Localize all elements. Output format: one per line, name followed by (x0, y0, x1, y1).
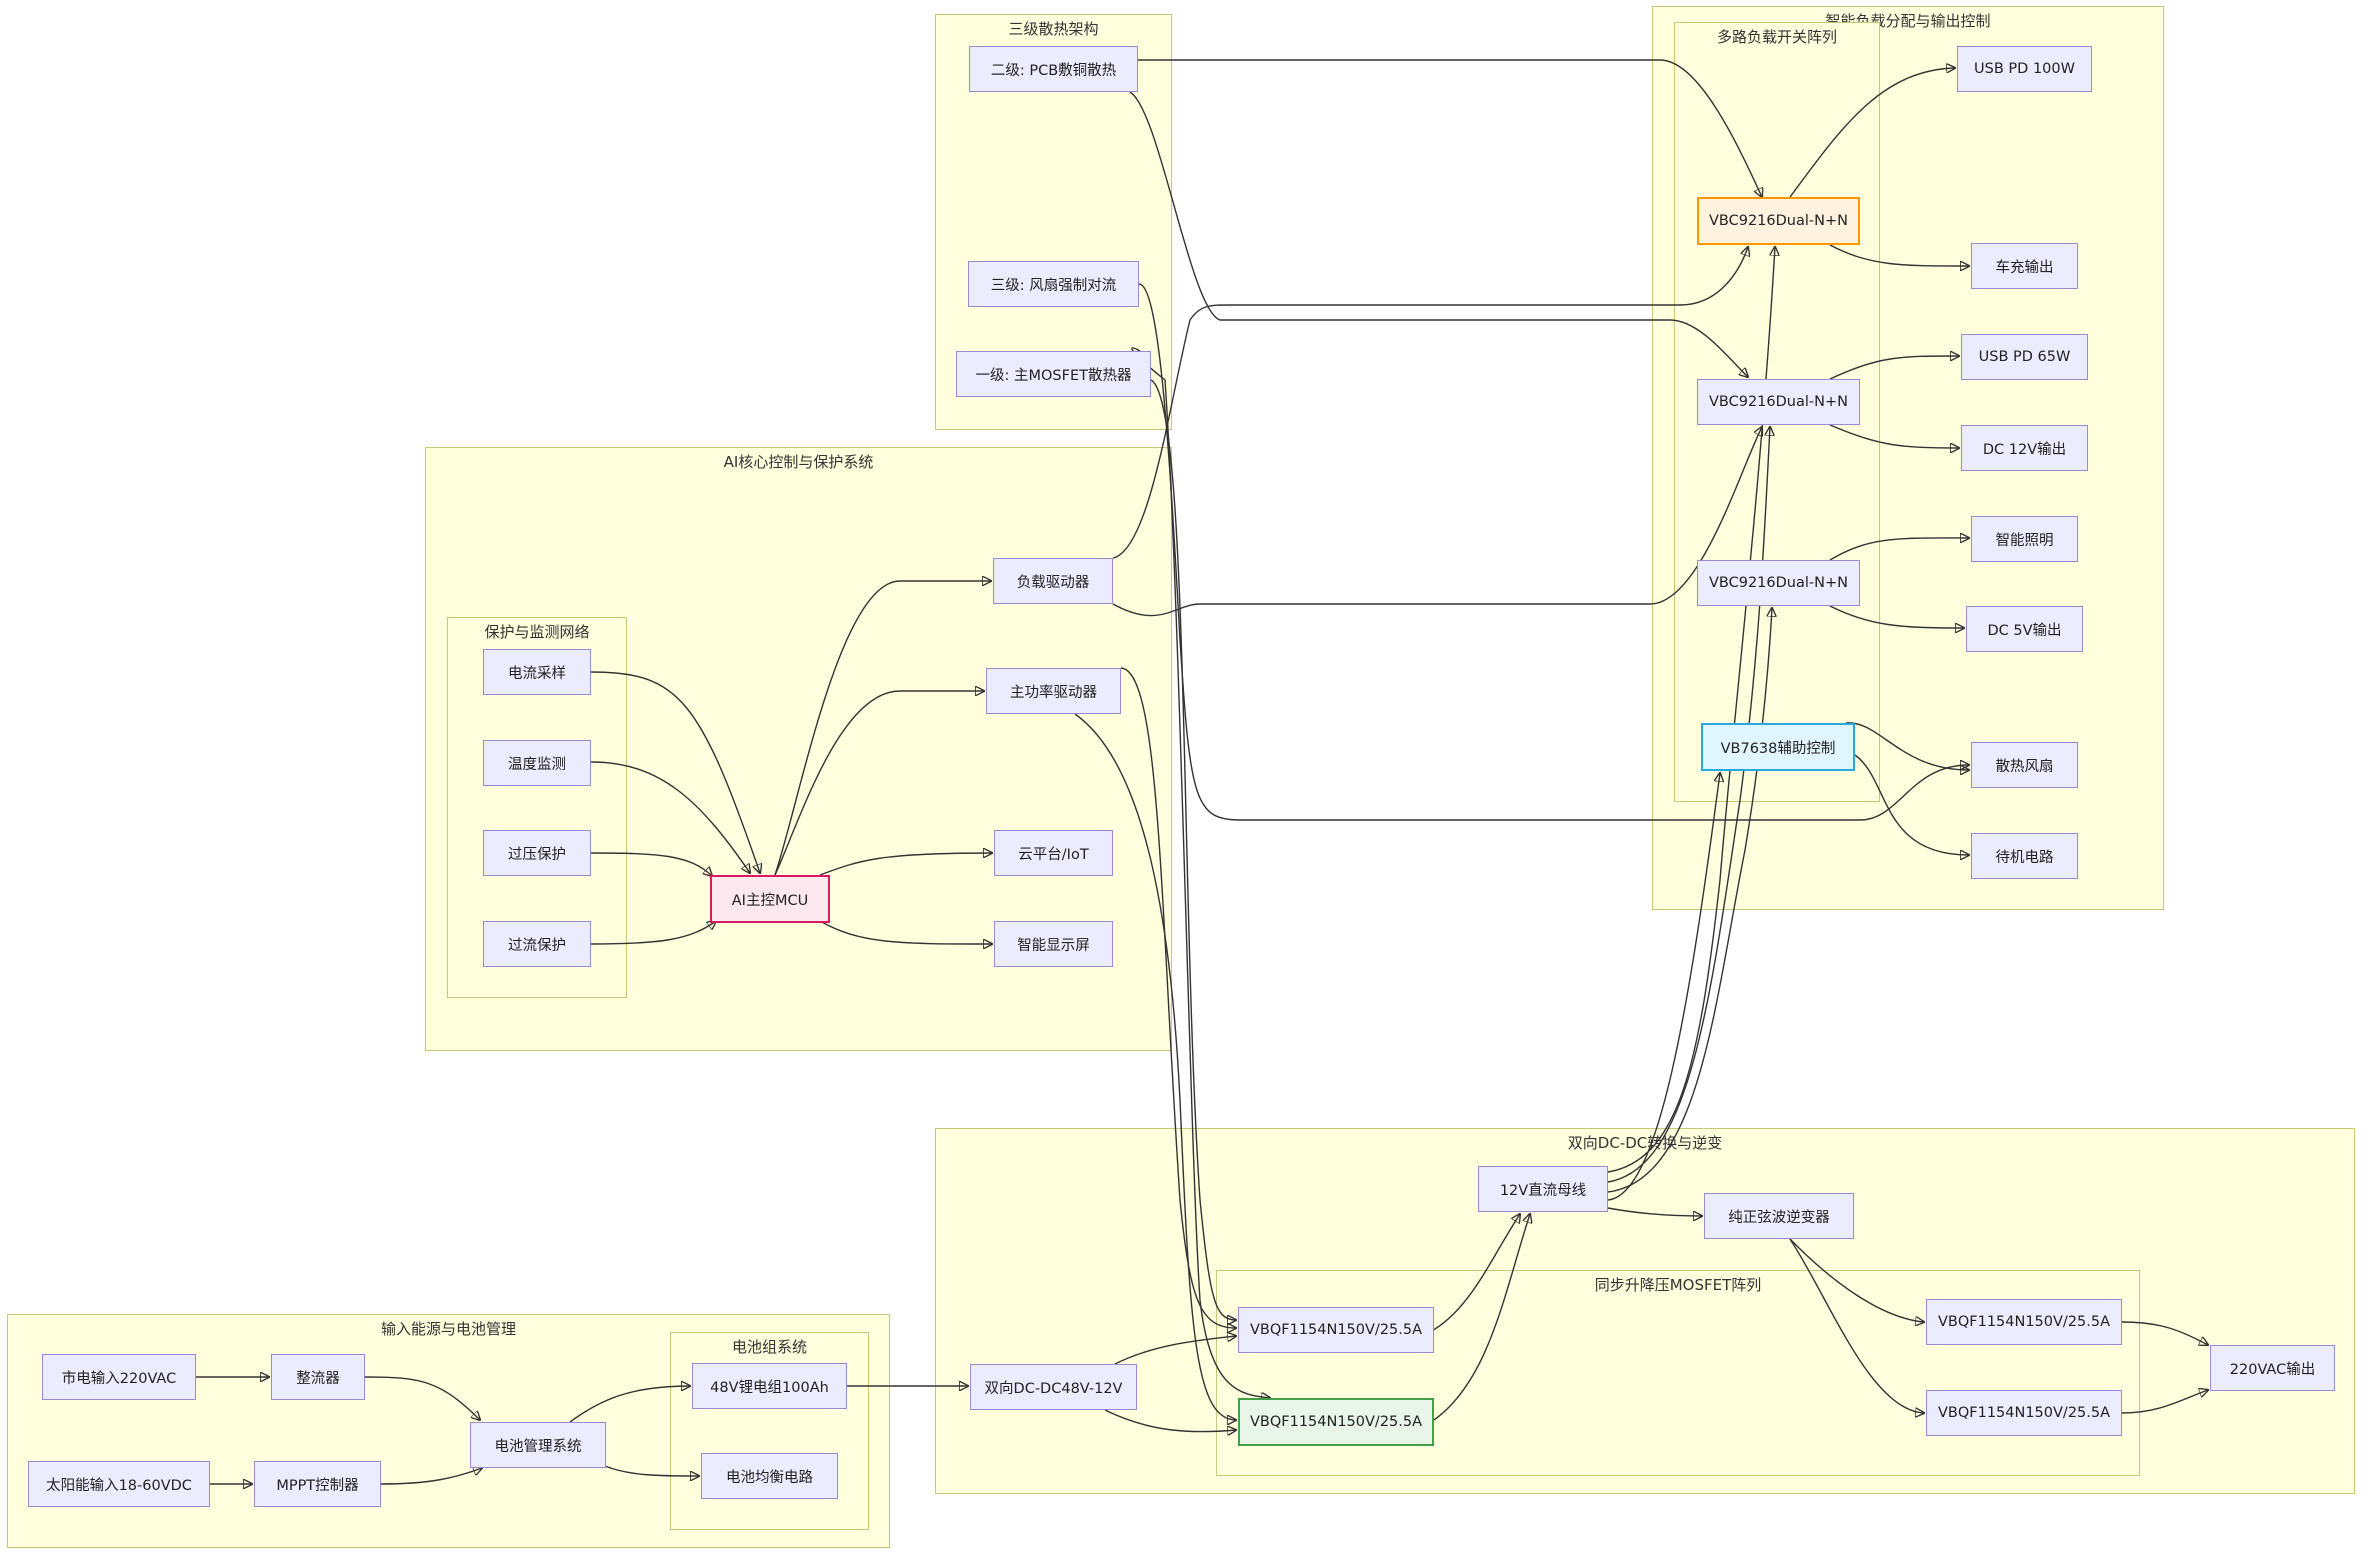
edge-bidc-vbq2 (1104, 1409, 1236, 1432)
node-vbc3[interactable]: VBC9216Dual-N+N (1697, 560, 1860, 606)
node-rect[interactable]: 整流器 (271, 1354, 365, 1400)
group-heat-label: 三级散热架构 (1008, 20, 1099, 38)
edge-sine-vbq3 (1789, 1238, 1924, 1322)
edge-maindrv-vbq1 (1120, 667, 1236, 1328)
edge-heat3-fan (1138, 283, 1969, 821)
edge-vbq4-out220 (2121, 1390, 2208, 1414)
node-bidc[interactable]: 双向DC-DC48V-12V (970, 1364, 1137, 1410)
group-ai-label: AI核心控制与保护系统 (723, 453, 874, 471)
node-cloud[interactable]: 云平台/IoT (994, 830, 1113, 876)
edge-maindrv-vbq2 (1074, 713, 1236, 1420)
edge-vbc3-dc5 (1829, 605, 1964, 628)
group-dcdc-label: 双向DC-DC转换与逆变 (1567, 1134, 1723, 1152)
node-loaddrv[interactable]: 负载驱动器 (993, 558, 1113, 604)
node-maindrv[interactable]: 主功率驱动器 (986, 668, 1121, 714)
edge-heat2-vbc2 (1129, 91, 1748, 377)
group-protection-label: 保护与监测网络 (484, 623, 590, 641)
node-fan[interactable]: 散热风扇 (1971, 742, 2078, 788)
node-heat2[interactable]: 二级: PCB敷铜散热 (969, 46, 1138, 92)
edge-vbq1-bus12 (1429, 1214, 1520, 1333)
node-dc12[interactable]: DC 12V输出 (1961, 425, 2088, 471)
node-mppt[interactable]: MPPT控制器 (254, 1461, 381, 1507)
node-carout[interactable]: 车充输出 (1971, 243, 2078, 289)
group-battery-label: 电池组系统 (731, 1338, 807, 1356)
edge-heat2-vbc1 (1138, 59, 1762, 197)
edge-group (196, 59, 2208, 1485)
node-solar[interactable]: 太阳能输入18-60VDC (28, 1461, 210, 1507)
edge-cur-mcu (590, 671, 760, 873)
node-vbq3[interactable]: VBQF1154N150V/25.5A (1926, 1299, 2122, 1345)
edge-vb7638-fan (1845, 722, 1969, 770)
node-balance[interactable]: 电池均衡电路 (701, 1453, 838, 1499)
node-vbq2[interactable]: VBQF1154N150V/25.5A (1238, 1398, 1434, 1446)
edge-bms-bat48 (569, 1386, 690, 1423)
edge-temp-mcu (590, 761, 750, 873)
edge-ovp-mcu (590, 852, 712, 876)
node-sine[interactable]: 纯正弦波逆变器 (1704, 1193, 1854, 1239)
node-standby[interactable]: 待机电路 (1971, 833, 2078, 879)
node-bms[interactable]: 电池管理系统 (470, 1422, 606, 1468)
node-out220[interactable]: 220VAC输出 (2210, 1345, 2335, 1391)
edge-vbc2-dc12 (1829, 424, 1959, 448)
node-cur[interactable]: 电流采样 (483, 649, 591, 695)
edge-vbq2-bus12 (1433, 1214, 1530, 1421)
group-switch-label: 多路负载开关阵列 (1716, 28, 1837, 46)
node-temp[interactable]: 温度监测 (483, 740, 591, 786)
edge-loaddrv-vbc2 (1112, 427, 1762, 617)
node-dc5[interactable]: DC 5V输出 (1966, 606, 2083, 652)
node-vb7638[interactable]: VB7638辅助控制 (1701, 723, 1855, 771)
edge-ocp-mcu (590, 921, 716, 945)
edge-vbc1-carout (1829, 244, 1969, 266)
node-usbpd65[interactable]: USB PD 65W (1961, 334, 2088, 380)
edge-bus12-vb7638 (1607, 773, 1720, 1201)
edge-rect-bms (364, 1376, 480, 1420)
node-usbpd100[interactable]: USB PD 100W (1957, 46, 2092, 92)
edge-bus12-vbc2 (1607, 427, 1770, 1183)
edge-bms-balance (604, 1465, 699, 1476)
node-mcu[interactable]: AI主控MCU (710, 875, 830, 923)
node-vbc1[interactable]: VBC9216Dual-N+N (1697, 197, 1860, 245)
edge-heat1-vbq2 (1131, 347, 1270, 1398)
node-vbq4[interactable]: VBQF1154N150V/25.5A (1926, 1390, 2122, 1436)
node-heat1[interactable]: 一级: 主MOSFET散热器 (956, 351, 1151, 397)
node-bus12[interactable]: 12V直流母线 (1478, 1166, 1608, 1212)
edge-heat1-vbq1 (1150, 379, 1236, 1320)
edge-mcu-maindrv (774, 691, 984, 876)
edge-vbc2-usbpd65 (1829, 356, 1959, 380)
edge-mcu-loaddrv (774, 581, 991, 876)
node-ovp[interactable]: 过压保护 (483, 830, 591, 876)
node-vbq1[interactable]: VBQF1154N150V/25.5A (1238, 1307, 1434, 1353)
edge-vb7638-standby (1854, 754, 1969, 855)
group-input-label: 输入能源与电池管理 (380, 1320, 516, 1338)
edge-vbc3-light (1829, 538, 1969, 561)
edge-bus12-sine (1607, 1207, 1702, 1216)
edge-loaddrv-vbc1 (1112, 247, 1748, 559)
node-grid[interactable]: 市电输入220VAC (42, 1354, 196, 1400)
group-sync-label: 同步升降压MOSFET阵列 (1594, 1276, 1762, 1294)
node-bat48[interactable]: 48V锂电组100Ah (692, 1363, 847, 1409)
node-vbc2[interactable]: VBC9216Dual-N+N (1697, 379, 1860, 425)
node-ocp[interactable]: 过流保护 (483, 921, 591, 967)
edge-bidc-vbq1 (1114, 1336, 1236, 1365)
edge-sine-vbq4 (1789, 1238, 1924, 1413)
edge-vbq3-out220 (2121, 1321, 2208, 1345)
edge-mcu-display (819, 920, 992, 944)
edge-bus12-vbc1 (1607, 247, 1775, 1173)
edge-bus12-vbc3 (1607, 608, 1772, 1193)
node-light[interactable]: 智能照明 (1971, 516, 2078, 562)
node-display[interactable]: 智能显示屏 (994, 921, 1113, 967)
edge-vbc1-usbpd100 (1789, 68, 1955, 198)
edge-mcu-cloud (819, 853, 992, 876)
edge-mppt-bms (380, 1468, 482, 1485)
node-heat3[interactable]: 三级: 风扇强制对流 (968, 261, 1139, 307)
